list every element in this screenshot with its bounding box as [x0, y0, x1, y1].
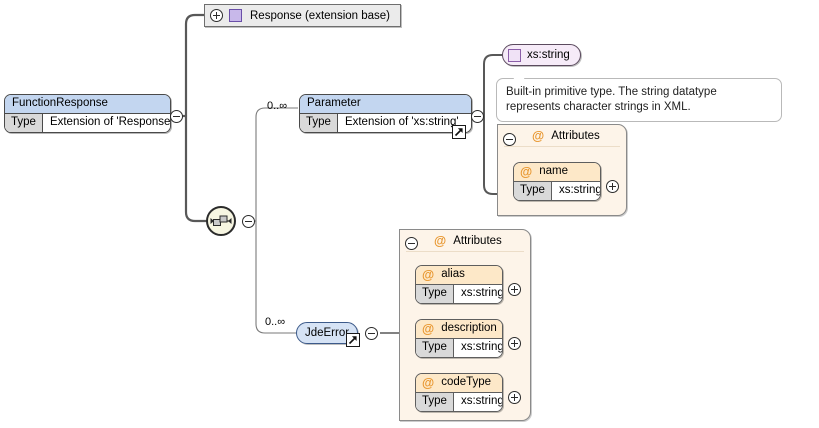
attribute-name-label: alias — [441, 268, 465, 280]
attribute-name-label-row: @ alias — [416, 266, 502, 285]
toggle-sequence-compositor[interactable] — [242, 215, 255, 228]
extension-base-label: Response (extension base) — [250, 9, 390, 22]
attribute-type-row: Type xs:string — [514, 182, 600, 200]
attribute-group-header[interactable]: @ Attributes — [406, 230, 524, 252]
attribute-code-type[interactable]: @ codeType Type xs:string — [415, 373, 503, 412]
external-reference-arrow-icon[interactable] — [346, 333, 360, 347]
type-value: Extension of 'xs:string' — [344, 116, 459, 128]
element-type-row: Type Extension of 'Response' — [5, 114, 170, 132]
type-value: xs:string — [460, 287, 503, 299]
toggle-attribute-alias[interactable] — [508, 283, 521, 296]
attribute-group-header[interactable]: @ Attributes — [504, 125, 620, 147]
simple-type-xs-string[interactable]: xs:string — [502, 44, 581, 66]
tooltip-pointer — [513, 73, 525, 79]
toggle-attribute-group-jde-error[interactable] — [405, 237, 418, 250]
type-value: xs:string — [460, 395, 503, 407]
type-value: Extension of 'Response' — [49, 116, 171, 128]
attribute-type-row: Type xs:string — [416, 393, 502, 411]
type-label: Type — [514, 182, 552, 200]
sequence-compositor-node[interactable] — [206, 206, 236, 236]
toggle-parameter[interactable] — [471, 110, 484, 123]
simple-type-label: xs:string — [527, 49, 570, 61]
attribute-description[interactable]: @ description Type xs:string — [415, 319, 503, 358]
attribute-name-label-row: @ name — [514, 163, 600, 182]
toggle-function-response[interactable] — [170, 110, 183, 123]
type-label: Type — [5, 114, 43, 132]
type-label: Type — [416, 285, 454, 303]
occurrence-jde-error: 0..∞ — [265, 316, 286, 328]
attribute-name-label-row: @ description — [416, 320, 502, 339]
element-name-label: FunctionResponse — [5, 95, 170, 114]
toggle-attribute-name[interactable] — [606, 180, 619, 193]
type-value: xs:string — [460, 341, 503, 353]
attribute-name-label-row: @ codeType — [416, 374, 502, 393]
at-symbol-icon: @ — [434, 234, 447, 248]
type-value: xs:string — [558, 184, 601, 196]
toggle-jde-error[interactable] — [365, 327, 378, 340]
at-symbol-icon: @ — [532, 129, 545, 143]
occurrence-parameter: 0..∞ — [267, 100, 288, 112]
tooltip-text: Built-in primitive type. The string data… — [506, 86, 717, 113]
toggle-attribute-group-parameter[interactable] — [503, 133, 516, 146]
attribute-group-title: Attributes — [551, 130, 600, 142]
element-name-label: Parameter — [300, 95, 471, 114]
attribute-name-label: description — [441, 322, 497, 334]
extension-base-response[interactable]: Response (extension base) — [204, 4, 401, 27]
toggle-attribute-code-type[interactable] — [508, 391, 521, 404]
element-parameter[interactable]: Parameter Type Extension of 'xs:string' — [299, 94, 472, 133]
at-symbol-icon: @ — [422, 321, 435, 336]
attribute-group-title: Attributes — [453, 235, 502, 247]
tooltip-xs-string-description: Built-in primitive type. The string data… — [496, 73, 782, 122]
element-function-response[interactable]: FunctionResponse Type Extension of 'Resp… — [4, 94, 171, 133]
at-symbol-icon: @ — [422, 267, 435, 282]
attribute-alias[interactable]: @ alias Type xs:string — [415, 265, 503, 304]
external-reference-arrow-icon[interactable] — [452, 125, 466, 139]
at-symbol-icon: @ — [422, 375, 435, 390]
toggle-extension-base[interactable] — [210, 9, 223, 22]
type-label: Type — [416, 339, 454, 357]
element-type-row: Type Extension of 'xs:string' — [300, 114, 471, 132]
attribute-name[interactable]: @ name Type xs:string — [513, 162, 601, 201]
type-label: Type — [416, 393, 454, 411]
attribute-name-label: name — [539, 165, 568, 177]
simple-type-icon — [508, 48, 521, 62]
attribute-type-row: Type xs:string — [416, 339, 502, 357]
attribute-name-label: codeType — [441, 376, 492, 388]
toggle-attribute-description[interactable] — [508, 337, 521, 350]
at-symbol-icon: @ — [520, 164, 533, 179]
element-name-label: JdeError — [304, 327, 350, 339]
sequence-icon — [210, 215, 232, 226]
element-jde-error[interactable]: JdeError — [296, 322, 358, 344]
type-label: Type — [300, 114, 338, 132]
complex-type-square-icon — [229, 9, 242, 22]
attribute-type-row: Type xs:string — [416, 285, 502, 303]
